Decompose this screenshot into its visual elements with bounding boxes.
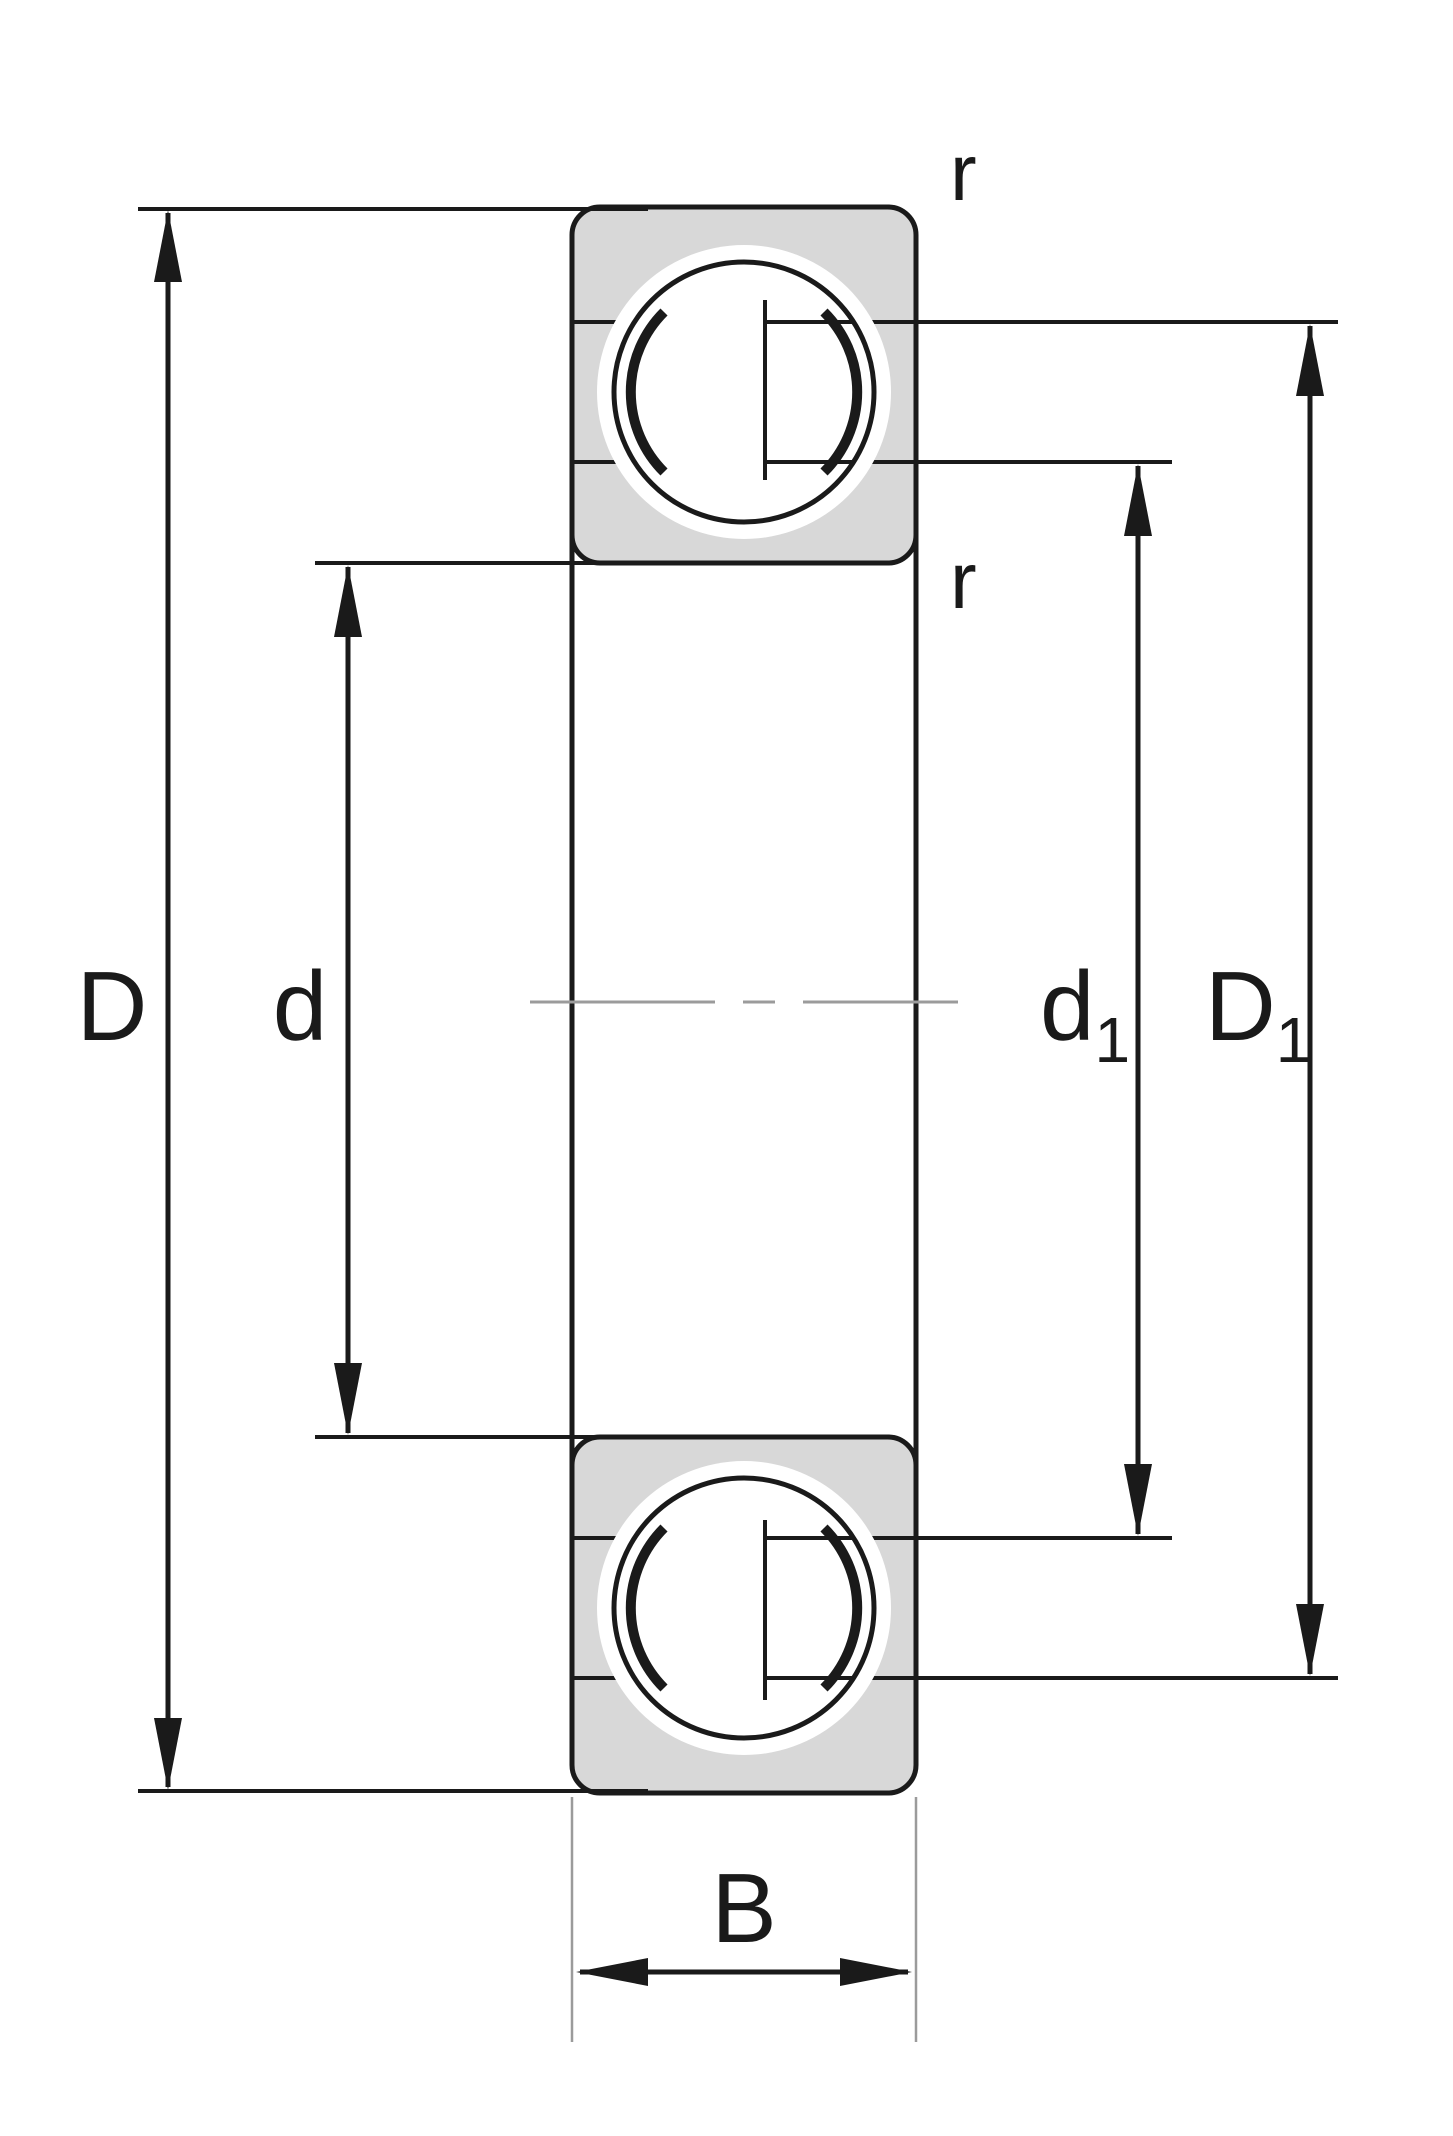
- arrowhead-down-D: [154, 1718, 182, 1790]
- dimension-B: B: [570, 1797, 918, 2042]
- dimension-D1: D1: [916, 320, 1338, 1680]
- label-outer-shoulder-diameter: D1: [1205, 951, 1311, 1076]
- label-outer-diameter: D: [77, 951, 148, 1061]
- label-bore-diameter: d: [273, 951, 328, 1061]
- label-d1-subscript: 1: [1095, 1004, 1131, 1076]
- cage-arc-bottom-right: [820, 1524, 863, 1692]
- dimension-D: D: [77, 207, 648, 1793]
- cage-arc-top-right: [820, 308, 863, 476]
- arrowhead-down-d: [334, 1363, 362, 1435]
- arrowhead-right-B: [840, 1958, 912, 1986]
- arrowhead-left-B: [576, 1958, 648, 1986]
- arrowhead-up-d1: [1124, 464, 1152, 536]
- bearing-cross-section: [569, 204, 919, 1796]
- label-chamfer-inner: r: [950, 536, 977, 625]
- arrowhead-up-D1: [1296, 324, 1324, 396]
- label-chamfer-outer: r: [950, 128, 977, 217]
- label-D1-subscript: 1: [1276, 1004, 1312, 1076]
- arrowhead-down-d1: [1124, 1464, 1152, 1536]
- dimension-d: d: [273, 561, 645, 1439]
- label-D1-main: D: [1205, 951, 1276, 1061]
- label-inner-shoulder-diameter: d1: [1040, 951, 1130, 1076]
- ball-top: [611, 259, 877, 525]
- label-width: B: [711, 1853, 776, 1963]
- label-d1-main: d: [1040, 951, 1095, 1061]
- arrowhead-up-D: [154, 210, 182, 282]
- dimension-d1: d1: [916, 460, 1172, 1540]
- ball-bottom: [611, 1475, 877, 1741]
- cage-arc-bottom-left: [625, 1524, 668, 1692]
- arrowhead-up-d: [334, 565, 362, 637]
- cage-arc-top-left: [625, 308, 668, 476]
- arrowhead-down-D1: [1296, 1604, 1324, 1676]
